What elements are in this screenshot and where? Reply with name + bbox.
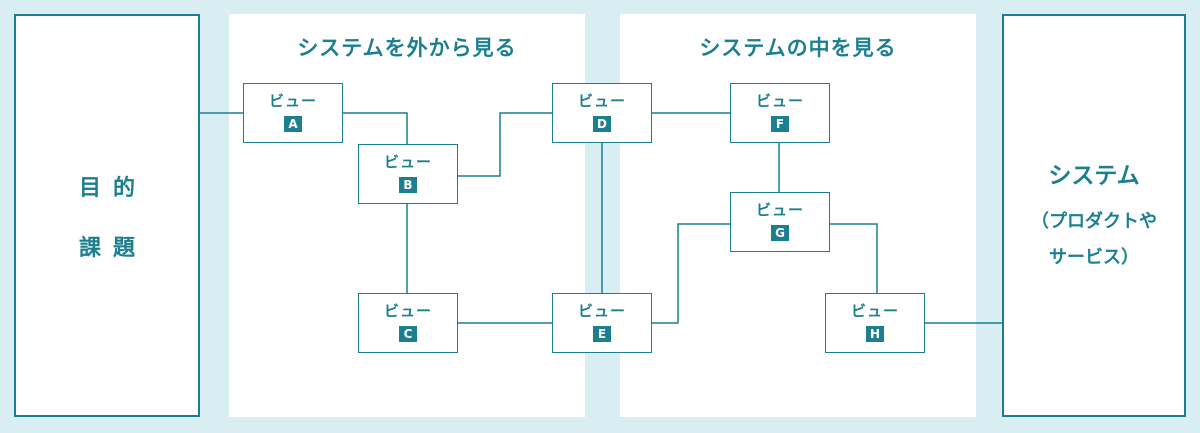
view-f: ビュー F — [730, 83, 830, 143]
system-sub-label-1: （プロダクトや — [1031, 210, 1157, 232]
outside-view-title: システムを外から見る — [297, 36, 517, 60]
view-label: ビュー — [755, 201, 804, 219]
view-badge: C — [399, 326, 417, 342]
view-badge: A — [284, 116, 302, 132]
view-c: ビュー C — [358, 293, 458, 353]
view-d: ビュー D — [552, 83, 652, 143]
view-label: ビュー — [268, 92, 317, 110]
view-label: ビュー — [755, 92, 804, 110]
connector-a-b — [343, 112, 408, 144]
view-e: ビュー E — [552, 293, 652, 353]
system-label: システム — [1048, 162, 1140, 189]
system-sub-label-2: サービス） — [1049, 246, 1139, 268]
inside-view-title: システムの中を見る — [699, 36, 897, 60]
view-label: ビュー — [577, 92, 626, 110]
view-badge: G — [771, 225, 789, 241]
view-badge: F — [771, 116, 789, 132]
view-label: ビュー — [850, 302, 899, 320]
view-badge: D — [593, 116, 611, 132]
view-label: ビュー — [383, 302, 432, 320]
view-b: ビュー B — [358, 144, 458, 204]
issue-label: 課題 — [78, 235, 147, 261]
view-label: ビュー — [577, 302, 626, 320]
view-badge: B — [399, 177, 417, 193]
view-h: ビュー H — [825, 293, 925, 353]
view-badge: H — [866, 326, 884, 342]
view-badge: E — [593, 326, 611, 342]
view-label: ビュー — [383, 153, 432, 171]
view-g: ビュー G — [730, 192, 830, 252]
purpose-label: 目的 — [78, 175, 147, 201]
view-a: ビュー A — [243, 83, 343, 143]
connector-e-g — [652, 223, 730, 324]
connector-b-d — [458, 112, 552, 177]
purpose-issue-box: 目的 課題 — [14, 14, 200, 417]
system-box: システム （プロダクトや サービス） — [1002, 14, 1186, 417]
connector-g-h — [830, 223, 878, 293]
